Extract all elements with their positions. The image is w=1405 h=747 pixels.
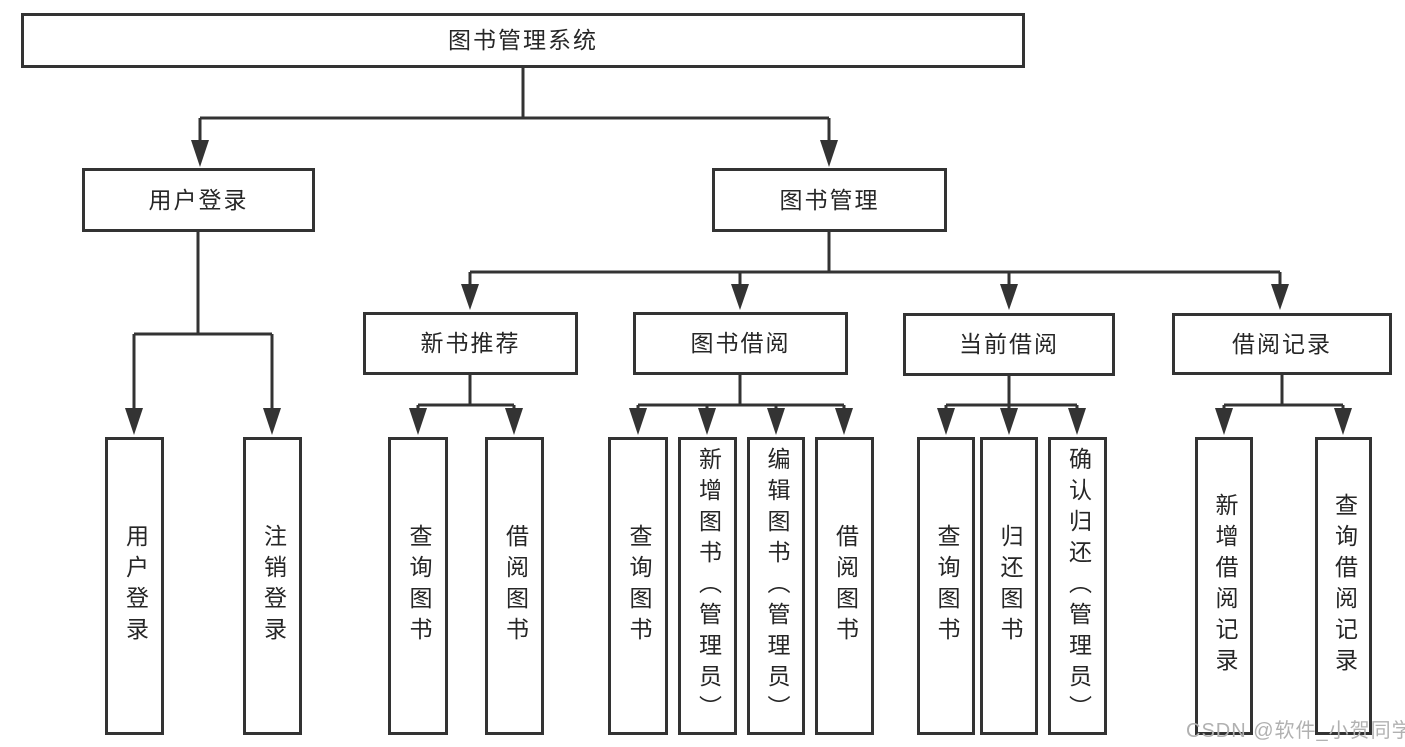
leaf-label: 查询图书 (626, 524, 652, 648)
leaf-borrow-books: 借阅图书 (815, 437, 874, 735)
node-book-management: 图书管理 (712, 168, 947, 232)
connector-current-borrow-children (944, 376, 1079, 410)
leaf-return-books: 归还图书 (980, 437, 1038, 735)
node-user-login-label: 用户登录 (148, 186, 249, 213)
leaf-query-books-current: 查询图书 (917, 437, 975, 735)
leaf-label: 查询借阅记录 (1331, 493, 1358, 679)
arrowheads (125, 140, 1352, 435)
leaf-label: 归还图书 (997, 524, 1023, 648)
node-current-borrow: 当前借阅 (903, 313, 1115, 376)
leaf-label: 注销登录 (260, 524, 287, 648)
leaf-confirm-return-admin: 确认归还（管理员） (1048, 437, 1107, 735)
leaf-label: 用户登录 (122, 524, 149, 648)
leaf-label: 借阅图书 (832, 524, 859, 648)
node-book-management-label: 图书管理 (779, 186, 880, 213)
connector-root-to-level2 (198, 68, 831, 142)
leaf-add-borrow-record: 新增借阅记录 (1195, 437, 1253, 735)
leaf-label: 查询图书 (406, 524, 432, 648)
leaf-logout: 注销登录 (243, 437, 302, 735)
leaf-label: 确认归还（管理员） (1065, 446, 1092, 726)
node-user-login: 用户登录 (82, 168, 315, 232)
leaf-label: 新增借阅记录 (1212, 493, 1238, 679)
node-root: 图书管理系统 (21, 13, 1025, 68)
leaf-label: 借阅图书 (502, 524, 529, 648)
connector-new-book-children (416, 375, 516, 410)
leaf-borrow-books-recommend: 借阅图书 (485, 437, 544, 735)
connector-book-borrow-children (636, 375, 846, 410)
node-current-borrow-label: 当前借阅 (959, 331, 1059, 357)
node-book-borrow-label: 图书借阅 (690, 330, 791, 356)
node-new-book-recommend: 新书推荐 (363, 312, 578, 375)
node-root-label: 图书管理系统 (448, 27, 598, 53)
leaf-add-books-admin: 新增图书（管理员） (678, 437, 737, 735)
connector-book-management-children (468, 232, 1282, 286)
node-book-borrow: 图书借阅 (633, 312, 848, 375)
leaf-label: 查询图书 (934, 524, 960, 648)
leaf-user-login: 用户登录 (105, 437, 164, 735)
node-borrow-records: 借阅记录 (1172, 313, 1392, 375)
leaf-label: 编辑图书（管理员） (764, 446, 790, 726)
connector-borrow-records-children (1222, 375, 1345, 410)
leaf-query-books-recommend: 查询图书 (388, 437, 448, 735)
leaf-query-borrow-record: 查询借阅记录 (1315, 437, 1372, 735)
leaf-label: 新增图书（管理员） (695, 446, 722, 726)
node-new-book-recommend-label: 新书推荐 (420, 330, 521, 356)
leaf-edit-books-admin: 编辑图书（管理员） (747, 437, 805, 735)
watermark: CSDN @软件_小贺同学 (1186, 720, 1405, 742)
node-borrow-records-label: 借阅记录 (1232, 330, 1332, 357)
leaf-query-books-borrow: 查询图书 (608, 437, 668, 735)
connector-user-login-children (132, 232, 274, 410)
